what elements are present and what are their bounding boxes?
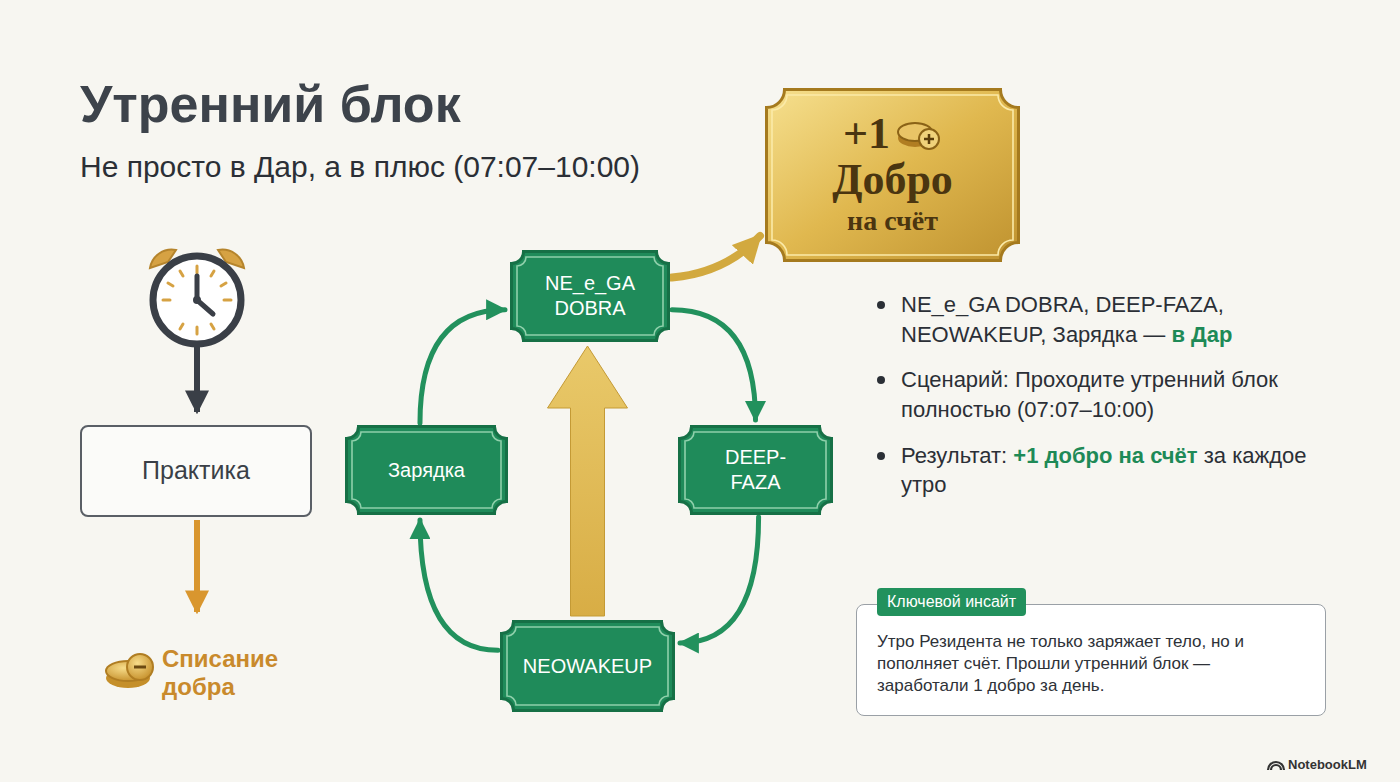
flow-arrow — [194, 520, 200, 612]
ticket-label: NE_e_GA DOBRA — [536, 271, 644, 321]
bullet-text: Результат: — [901, 443, 1007, 468]
outcome-label: Списание добра — [162, 645, 312, 700]
node-content: Зарядка — [345, 425, 508, 515]
clock-icon — [150, 250, 244, 412]
bullet-text: +1 добро на счёт — [1013, 443, 1197, 468]
ticket-shape — [510, 250, 670, 342]
practice-ticket: DEEP-FAZA — [678, 425, 833, 515]
insight-box: Ключевой инсайтУтро Резидента не только … — [856, 604, 1326, 716]
practice-ticket: NEOWAKEUP — [500, 620, 675, 712]
cycle-arrow — [420, 520, 498, 650]
node-content: +1Доброна счёт — [765, 88, 1020, 262]
practice-ticket: Зарядка — [345, 425, 508, 515]
bullet-item: NE_e_GA DOBRA, DEEP-FAZA, NEOWAKEUP, Зар… — [875, 290, 1315, 349]
reward-subtitle: на счёт — [847, 204, 938, 238]
cycle-arrow — [420, 310, 505, 423]
practice-ticket: NE_e_GA DOBRA — [510, 250, 670, 342]
bullet-text: в Дар — [1171, 322, 1232, 347]
bullet-dot — [877, 376, 885, 384]
reward-title: Добро — [832, 156, 953, 204]
node-content: DEEP-FAZA — [678, 425, 833, 515]
ticket-label: DEEP-FAZA — [704, 445, 807, 495]
bullet-item: Результат:+1 добро на счётза каждое утро — [875, 441, 1315, 500]
ticket-label: Зарядка — [388, 458, 465, 483]
reward-row: +1 — [843, 112, 942, 156]
bullet-dot — [877, 301, 885, 309]
ticket-shape — [678, 425, 833, 515]
node-content: Утро Резидента не только заряжает тело, … — [857, 605, 1325, 709]
process-box: Практика — [80, 425, 312, 517]
insight-tab: Ключевой инсайт — [877, 588, 1026, 616]
insight-body: Утро Резидента не только заряжает тело, … — [877, 631, 1305, 697]
bullet-dot — [877, 452, 885, 460]
bullet-text: Сценарий: Проходите утренний блок полнос… — [901, 367, 1278, 422]
cycle-arrow — [680, 517, 759, 643]
reward-ticket: +1Доброна счёт — [765, 88, 1020, 262]
watermark-icon — [1268, 762, 1284, 770]
node-content: NEOWAKEUP — [500, 620, 675, 712]
cycle-arrow — [672, 310, 756, 420]
title: Утренний блок — [80, 74, 461, 134]
node-content: Практика — [82, 427, 310, 514]
box-label: Практика — [142, 456, 250, 485]
watermark: NotebookLM — [1288, 757, 1367, 772]
gold-arrow — [548, 346, 628, 616]
ticket-label: NEOWAKEUP — [523, 654, 652, 679]
bullet-item: Сценарий: Проходите утренний блок полнос… — [875, 365, 1315, 424]
reward-amount: +1 — [843, 112, 890, 156]
subtitle: Не просто в Дар, а в плюс (07:07–10:00) — [80, 150, 640, 184]
coin-plus-icon — [896, 114, 942, 154]
cycle-arrow — [672, 236, 760, 278]
node-content: NE_e_GA DOBRA — [510, 250, 670, 342]
coin-minus-icon — [106, 654, 153, 688]
